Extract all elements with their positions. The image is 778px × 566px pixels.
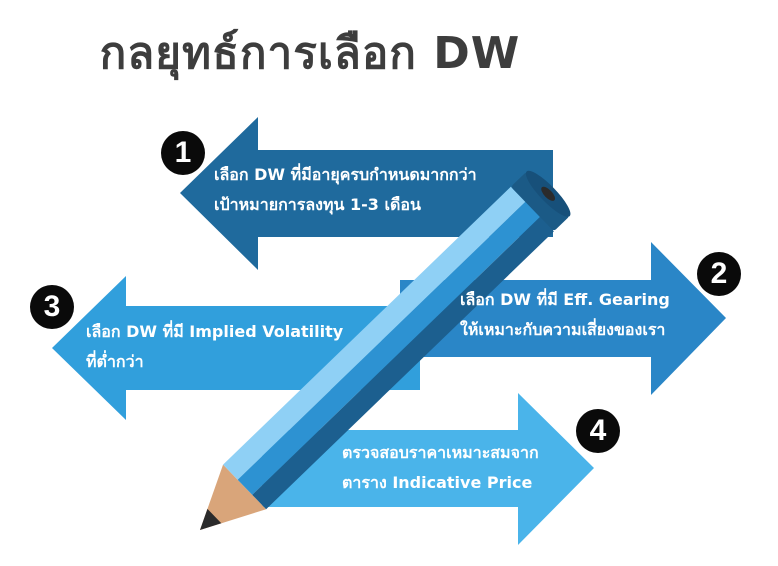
step-2-badge: 2: [697, 252, 741, 296]
pencil-illustration: [200, 170, 571, 530]
pencil-end: [512, 172, 569, 231]
step-2-line-1: เลือก DW ที่มี Eff. Gearing: [460, 290, 670, 309]
step-4-line-2: ตาราง Indicative Price: [342, 473, 533, 492]
step-2-text: เลือก DW ที่มี Eff. Gearing ให้เหมาะกับค…: [460, 285, 670, 345]
page-title: กลยุทธ์การเลือก DW: [99, 28, 521, 79]
step-3-text: เลือก DW ที่มี Implied Volatility ที่ต่ำ…: [86, 317, 343, 377]
step-2-line-2: ให้เหมาะกับความเสี่ยงของเรา: [460, 320, 666, 339]
step-4-badge: 4: [576, 409, 620, 453]
step-4-text: ตรวจสอบราคาเหมาะสมจาก ตาราง Indicative P…: [342, 438, 539, 498]
step-1-text: เลือก DW ที่มีอายุครบกำหนดมากกว่า เป้าหม…: [214, 160, 477, 220]
step-3-badge: 3: [30, 285, 74, 329]
step-1-line-2: เป้าหมายการลงทุน 1-3 เดือน: [214, 195, 421, 214]
pencil-wood: [200, 464, 267, 530]
arrow-step-1: [180, 117, 553, 270]
step-4-line-1: ตรวจสอบราคาเหมาะสมจาก: [342, 443, 539, 462]
pencil-lead: [200, 508, 222, 530]
step-1-badge: 1: [161, 131, 205, 175]
step-3-line-2: ที่ต่ำกว่า: [86, 352, 144, 371]
step-3-line-1: เลือก DW ที่มี Implied Volatility: [86, 322, 344, 341]
step-1-line-1: เลือก DW ที่มีอายุครบกำหนดมากกว่า: [214, 165, 477, 184]
